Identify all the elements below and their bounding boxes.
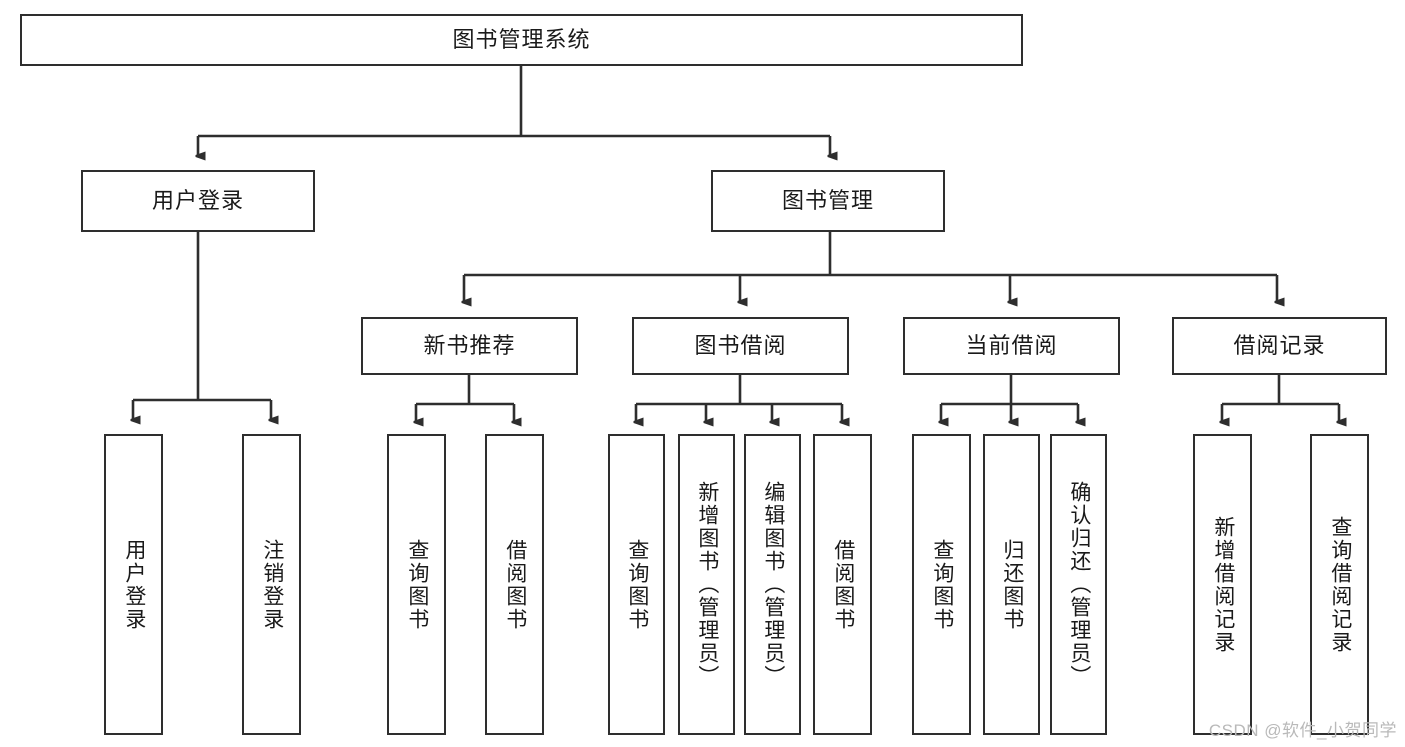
leaf-user-login-logout[interactable]: 注销登录 (242, 434, 301, 735)
node-label: 新增借阅记录 (1211, 515, 1235, 654)
node-label: 归还图书 (1000, 538, 1024, 631)
node-user-login[interactable]: 用户登录 (81, 170, 315, 232)
node-label: 编辑图书（管理员） (761, 481, 785, 688)
node-borrow-record[interactable]: 借阅记录 (1172, 317, 1387, 375)
node-label: 新书推荐 (423, 332, 516, 358)
node-label: 查询图书 (930, 538, 954, 631)
leaf-new-book-borrow-book[interactable]: 借阅图书 (485, 434, 544, 735)
node-label: 新增图书（管理员） (695, 481, 719, 688)
node-label: 图书管理系统 (452, 26, 591, 52)
leaf-borrow-record-query-record[interactable]: 查询借阅记录 (1310, 434, 1369, 735)
node-label: 借阅图书 (503, 538, 527, 631)
leaf-user-login-login[interactable]: 用户登录 (104, 434, 163, 735)
watermark-text: CSDN @软件_小贺同学 (1208, 721, 1397, 740)
node-label: 当前借阅 (965, 332, 1058, 358)
node-book-management[interactable]: 图书管理 (711, 170, 945, 232)
leaf-book-borrow-borrow-book[interactable]: 借阅图书 (813, 434, 872, 735)
leaf-book-borrow-query-book[interactable]: 查询图书 (608, 434, 665, 735)
leaf-current-borrow-query-book[interactable]: 查询图书 (912, 434, 971, 735)
node-label: 用户登录 (122, 538, 146, 631)
leaf-book-borrow-add-book-admin[interactable]: 新增图书（管理员） (678, 434, 735, 735)
leaf-book-borrow-edit-book-admin[interactable]: 编辑图书（管理员） (744, 434, 801, 735)
node-root-book-management-system[interactable]: 图书管理系统 (20, 14, 1023, 66)
node-label: 借阅图书 (831, 538, 855, 631)
node-label: 注销登录 (260, 538, 284, 631)
node-label: 查询图书 (405, 538, 429, 631)
node-label: 查询图书 (625, 538, 649, 631)
node-book-borrow[interactable]: 图书借阅 (632, 317, 849, 375)
node-new-book-recommend[interactable]: 新书推荐 (361, 317, 578, 375)
node-current-borrow[interactable]: 当前借阅 (903, 317, 1120, 375)
node-label: 图书借阅 (694, 332, 787, 358)
leaf-current-borrow-confirm-return-admin[interactable]: 确认归还（管理员） (1050, 434, 1107, 735)
leaf-new-book-query-book[interactable]: 查询图书 (387, 434, 446, 735)
leaf-borrow-record-add-record[interactable]: 新增借阅记录 (1193, 434, 1252, 735)
node-label: 用户登录 (151, 187, 244, 213)
node-label: 确认归还（管理员） (1067, 481, 1091, 688)
node-label: 借阅记录 (1233, 332, 1326, 358)
leaf-current-borrow-return-book[interactable]: 归还图书 (983, 434, 1040, 735)
node-label: 查询借阅记录 (1328, 515, 1352, 654)
node-label: 图书管理 (781, 187, 874, 213)
